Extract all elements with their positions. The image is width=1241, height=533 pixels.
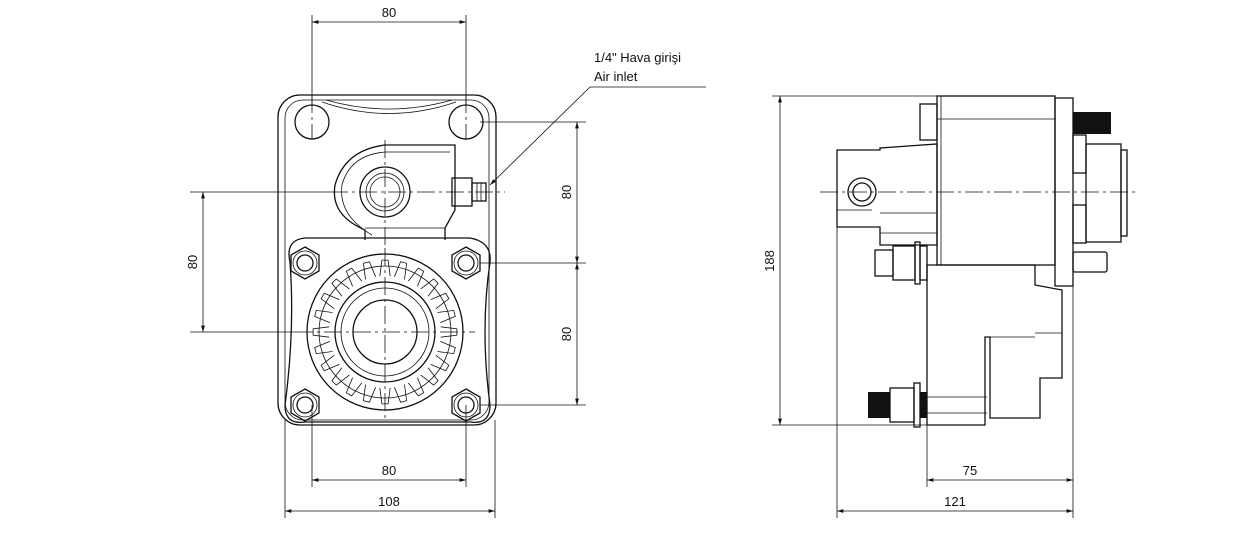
dim-bottom-holes: 80 — [382, 463, 396, 478]
air-inlet-callout: 1/4" Hava girişi Air inlet — [489, 50, 706, 186]
dim-top-holes: 80 — [382, 5, 396, 20]
dim-bracket: 75 — [963, 463, 977, 478]
main-block — [936, 95, 1056, 266]
dim-left-vertical: 80 — [185, 255, 200, 269]
front-dimensions: 80 80 80 80 80 108 — [185, 5, 586, 518]
output-shaft — [1085, 143, 1122, 243]
annotation-line-2: Air inlet — [594, 69, 638, 84]
front-view — [277, 94, 505, 426]
dim-overall-width: 108 — [378, 494, 400, 509]
dim-overall-depth: 121 — [944, 494, 966, 509]
lower-bracket — [926, 264, 1063, 426]
bottom-threaded-stud — [868, 392, 890, 418]
dim-right-upper: 80 — [559, 185, 574, 199]
top-threaded-stud — [1073, 112, 1111, 134]
dim-right-lower: 80 — [559, 327, 574, 341]
valve-housing-side — [836, 143, 938, 246]
valve-housing — [333, 144, 456, 240]
side-dimensions: 188 75 121 — [762, 95, 1074, 518]
air-inlet-boss — [847, 177, 877, 207]
dim-height: 188 — [762, 250, 777, 272]
front-body-outline — [277, 94, 497, 426]
annotation-line-1: 1/4" Hava girişi — [594, 50, 681, 65]
top-bolt-head — [919, 103, 938, 141]
side-view — [820, 95, 1135, 428]
